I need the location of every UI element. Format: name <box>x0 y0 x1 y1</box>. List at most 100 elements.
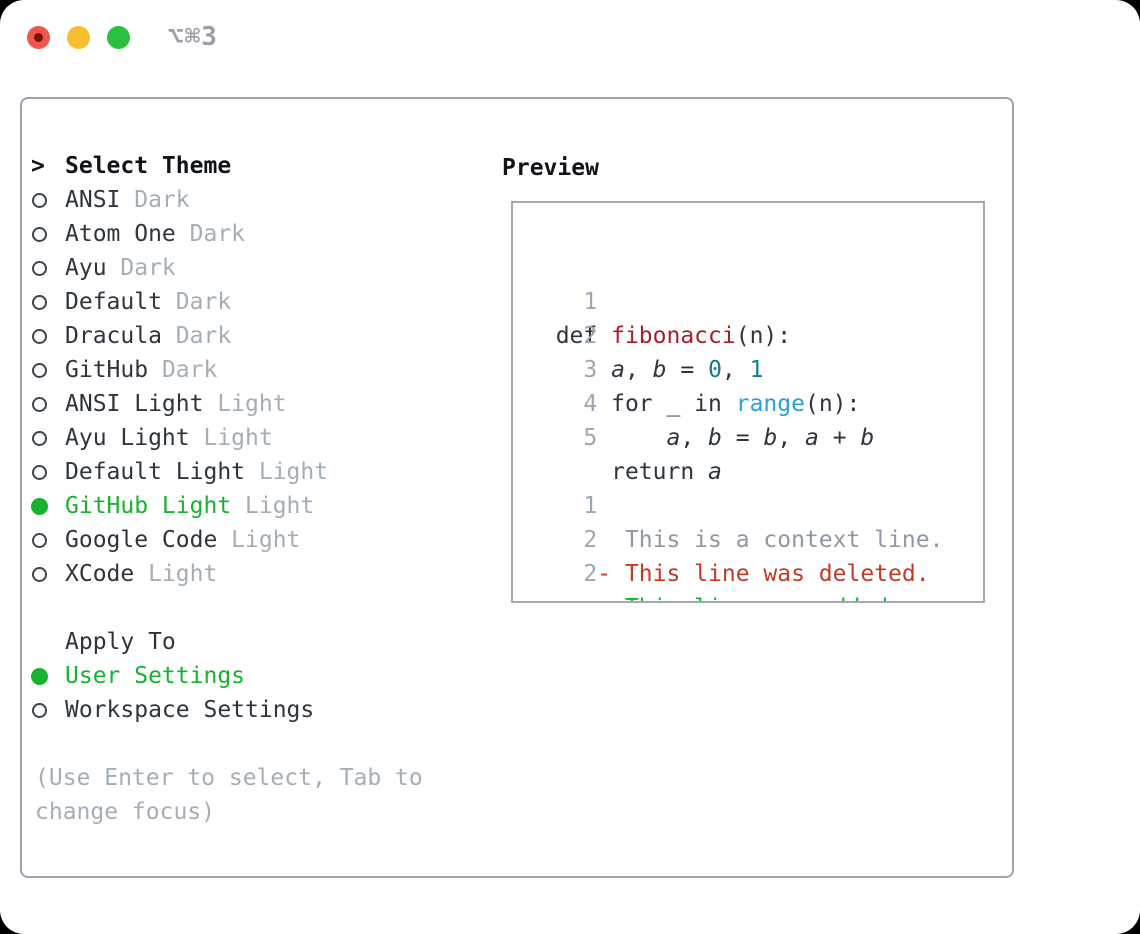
code-line: 5 return a <box>528 387 983 485</box>
code-token-deleted: - This line was deleted. <box>555 561 930 587</box>
theme-option[interactable]: Default Light Light <box>31 455 328 489</box>
code-line: 2 + This line was added. <box>528 523 983 601</box>
code-token-plain: = <box>721 425 764 451</box>
theme-option-label: Default Light <box>65 459 246 485</box>
radio-icon <box>31 464 65 480</box>
radio-icon <box>31 260 65 276</box>
theme-option-label: Ayu <box>65 255 107 281</box>
theme-option-variant: Light <box>203 425 273 451</box>
radio-icon <box>31 667 65 685</box>
apply-option-label: User Settings <box>65 663 246 689</box>
radio-icon <box>31 226 65 242</box>
radio-icon <box>31 532 65 548</box>
theme-option-variant: Light <box>217 391 287 417</box>
theme-option-label: GitHub Light <box>65 493 232 519</box>
theme-option-label: Default <box>65 289 162 315</box>
code-token-plain: + <box>818 425 861 451</box>
theme-option-variant: Dark <box>175 323 232 349</box>
code-line: 3 for _ in range(n): <box>528 319 983 417</box>
hint-text: (Use Enter to select, Tab to change focu… <box>35 761 423 829</box>
code-token-plain: (n): <box>804 391 861 417</box>
line-number: 4 <box>583 391 612 417</box>
theme-picker-panel: > Select Theme ANSI Dark Atom One Dark A… <box>20 97 1014 878</box>
line-number: 1 <box>583 289 612 315</box>
theme-option-variant: Dark <box>120 255 176 281</box>
radio-icon <box>31 702 65 718</box>
code-token-plain: , <box>777 425 806 451</box>
radio-icon <box>31 294 65 310</box>
theme-option-variant: Dark <box>175 289 232 315</box>
code-line: 2 a, b = 0, 1 <box>528 285 983 383</box>
line-number: 3 <box>583 357 612 383</box>
code-token-var: b <box>652 357 667 383</box>
theme-option[interactable]: Ayu Light Light <box>31 421 328 455</box>
hint-line-2: change focus) <box>35 799 216 825</box>
code-token-var: a <box>666 425 681 451</box>
theme-option-variant: Dark <box>189 221 246 247</box>
theme-option-variant: Light <box>258 459 329 485</box>
close-button-icon[interactable] <box>27 26 50 49</box>
code-token-plain: = <box>666 357 709 383</box>
keyboard-shortcut-label: ⌥⌘3 <box>168 22 218 52</box>
code-token-var: b <box>708 425 722 451</box>
apply-option-label: Workspace Settings <box>65 697 315 723</box>
theme-option-label: ANSI Light <box>65 391 204 417</box>
theme-option[interactable]: Ayu Dark <box>31 251 328 285</box>
line-number: 1 <box>583 493 612 519</box>
minimize-button-icon[interactable] <box>67 26 90 49</box>
line-number: 5 <box>583 425 612 451</box>
theme-option[interactable]: GitHub Light Light <box>31 489 328 523</box>
code-token-plain: return <box>555 459 709 485</box>
theme-option-variant: Dark <box>161 357 218 383</box>
code-token-added: + This line was added. <box>556 595 902 601</box>
apply-to-title: Apply To <box>65 629 176 655</box>
theme-options: ANSI Dark Atom One Dark Ayu Dark Default… <box>31 183 328 591</box>
code-token-plain: for _ in <box>555 391 736 417</box>
theme-option[interactable]: Google Code Light <box>31 523 328 557</box>
code-token-call: range <box>735 391 805 417</box>
line-number <box>583 459 611 485</box>
code-line: 2 - This line was deleted. <box>528 489 983 587</box>
code-token-var: b <box>860 425 875 451</box>
theme-option[interactable]: Dracula Dark <box>31 319 328 353</box>
line-number: 2 <box>583 527 612 553</box>
apply-option[interactable]: User Settings <box>31 659 314 693</box>
theme-option[interactable]: XCode Light <box>31 557 328 591</box>
code-line: 1 This is a context line. <box>528 455 983 553</box>
theme-option-variant: Dark <box>134 187 190 213</box>
zoom-button-icon[interactable] <box>107 26 130 49</box>
theme-option-variant: Light <box>245 493 315 519</box>
theme-option-label: Dracula <box>65 323 162 349</box>
apply-to-header: Apply To <box>31 625 314 659</box>
code-token-plain: , <box>721 357 750 383</box>
theme-option[interactable]: GitHub Dark <box>31 353 328 387</box>
theme-option[interactable]: Default Dark <box>31 285 328 319</box>
apply-to-options: User Settings Workspace Settings <box>31 659 314 727</box>
theme-option-variant: Light <box>231 527 301 553</box>
theme-option-label: Ayu Light <box>65 425 190 451</box>
theme-list-header: > Select Theme <box>31 149 328 183</box>
line-number: 2 <box>583 561 612 587</box>
theme-option-label: ANSI <box>65 187 121 213</box>
theme-option[interactable]: ANSI Light Light <box>31 387 328 421</box>
code-token-plain: , <box>624 357 653 383</box>
code-line: 1 def fibonacci(n): <box>528 251 983 349</box>
radio-icon <box>31 192 65 208</box>
titlebar: ⌥⌘3 <box>0 0 1140 75</box>
code-token-var: a <box>611 357 625 383</box>
theme-list-title: Select Theme <box>65 153 232 179</box>
theme-option[interactable]: Atom One Dark <box>31 217 328 251</box>
radio-icon <box>31 362 65 378</box>
code-token-var: a <box>708 459 722 485</box>
code-token-lit: 1 <box>749 357 764 383</box>
theme-option[interactable]: ANSI Dark <box>31 183 328 217</box>
theme-option-label: Atom One <box>65 221 176 247</box>
code-token-plain: , <box>680 425 709 451</box>
code-token-context: This is a context line. <box>555 527 944 553</box>
preview-code-box: 1 def fibonacci(n): 2 a, b = 0, 1 3 for … <box>511 201 985 603</box>
code-token-var: b <box>763 425 778 451</box>
prompt-icon: > <box>31 153 45 179</box>
radio-icon <box>31 430 65 446</box>
apply-option[interactable]: Workspace Settings <box>31 693 314 727</box>
